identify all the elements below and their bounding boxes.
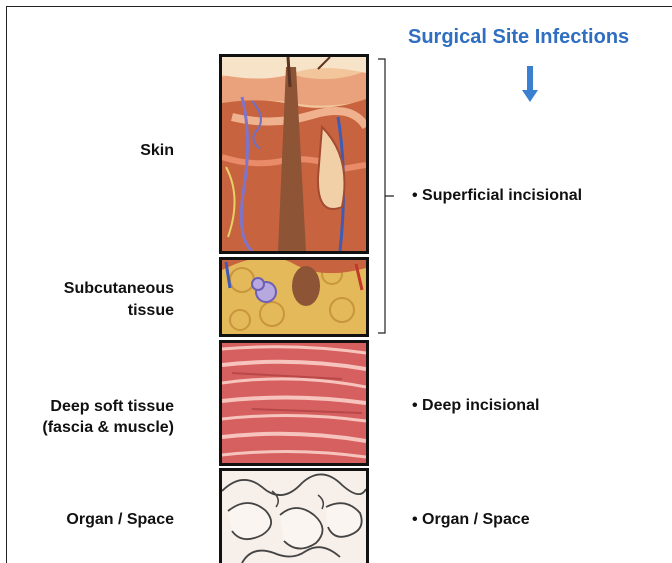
subcutaneous-illustration bbox=[219, 257, 369, 337]
organ-illustration bbox=[219, 468, 369, 563]
skin-label: Skin bbox=[60, 142, 174, 160]
subcutaneous-label: Subcutaneous tissue bbox=[20, 278, 174, 322]
deep-soft-tissue-label-line1: Deep soft tissue bbox=[8, 396, 174, 417]
deep-soft-tissue-label-line2: (fascia & muscle) bbox=[8, 417, 174, 438]
superficial-incisional-label: • Superficial incisional bbox=[412, 187, 582, 205]
organ-space-label: Organ / Space bbox=[20, 511, 174, 529]
deep-soft-tissue-label: Deep soft tissue (fascia & muscle) bbox=[8, 396, 174, 438]
page-title: Surgical Site Infections bbox=[408, 26, 629, 49]
muscle-illustration bbox=[219, 340, 369, 466]
subcutaneous-label-line1: Subcutaneous bbox=[20, 278, 174, 300]
subcutaneous-label-line2: tissue bbox=[20, 300, 174, 322]
skin-illustration bbox=[219, 54, 369, 254]
organ-space-label-text: Organ / Space bbox=[66, 511, 174, 528]
superficial-bracket bbox=[376, 58, 396, 334]
skin-label-text: Skin bbox=[140, 142, 174, 159]
down-arrow-icon bbox=[520, 66, 540, 104]
deep-incisional-label: • Deep incisional bbox=[412, 397, 539, 415]
organ-space-category-label: • Organ / Space bbox=[412, 511, 530, 529]
